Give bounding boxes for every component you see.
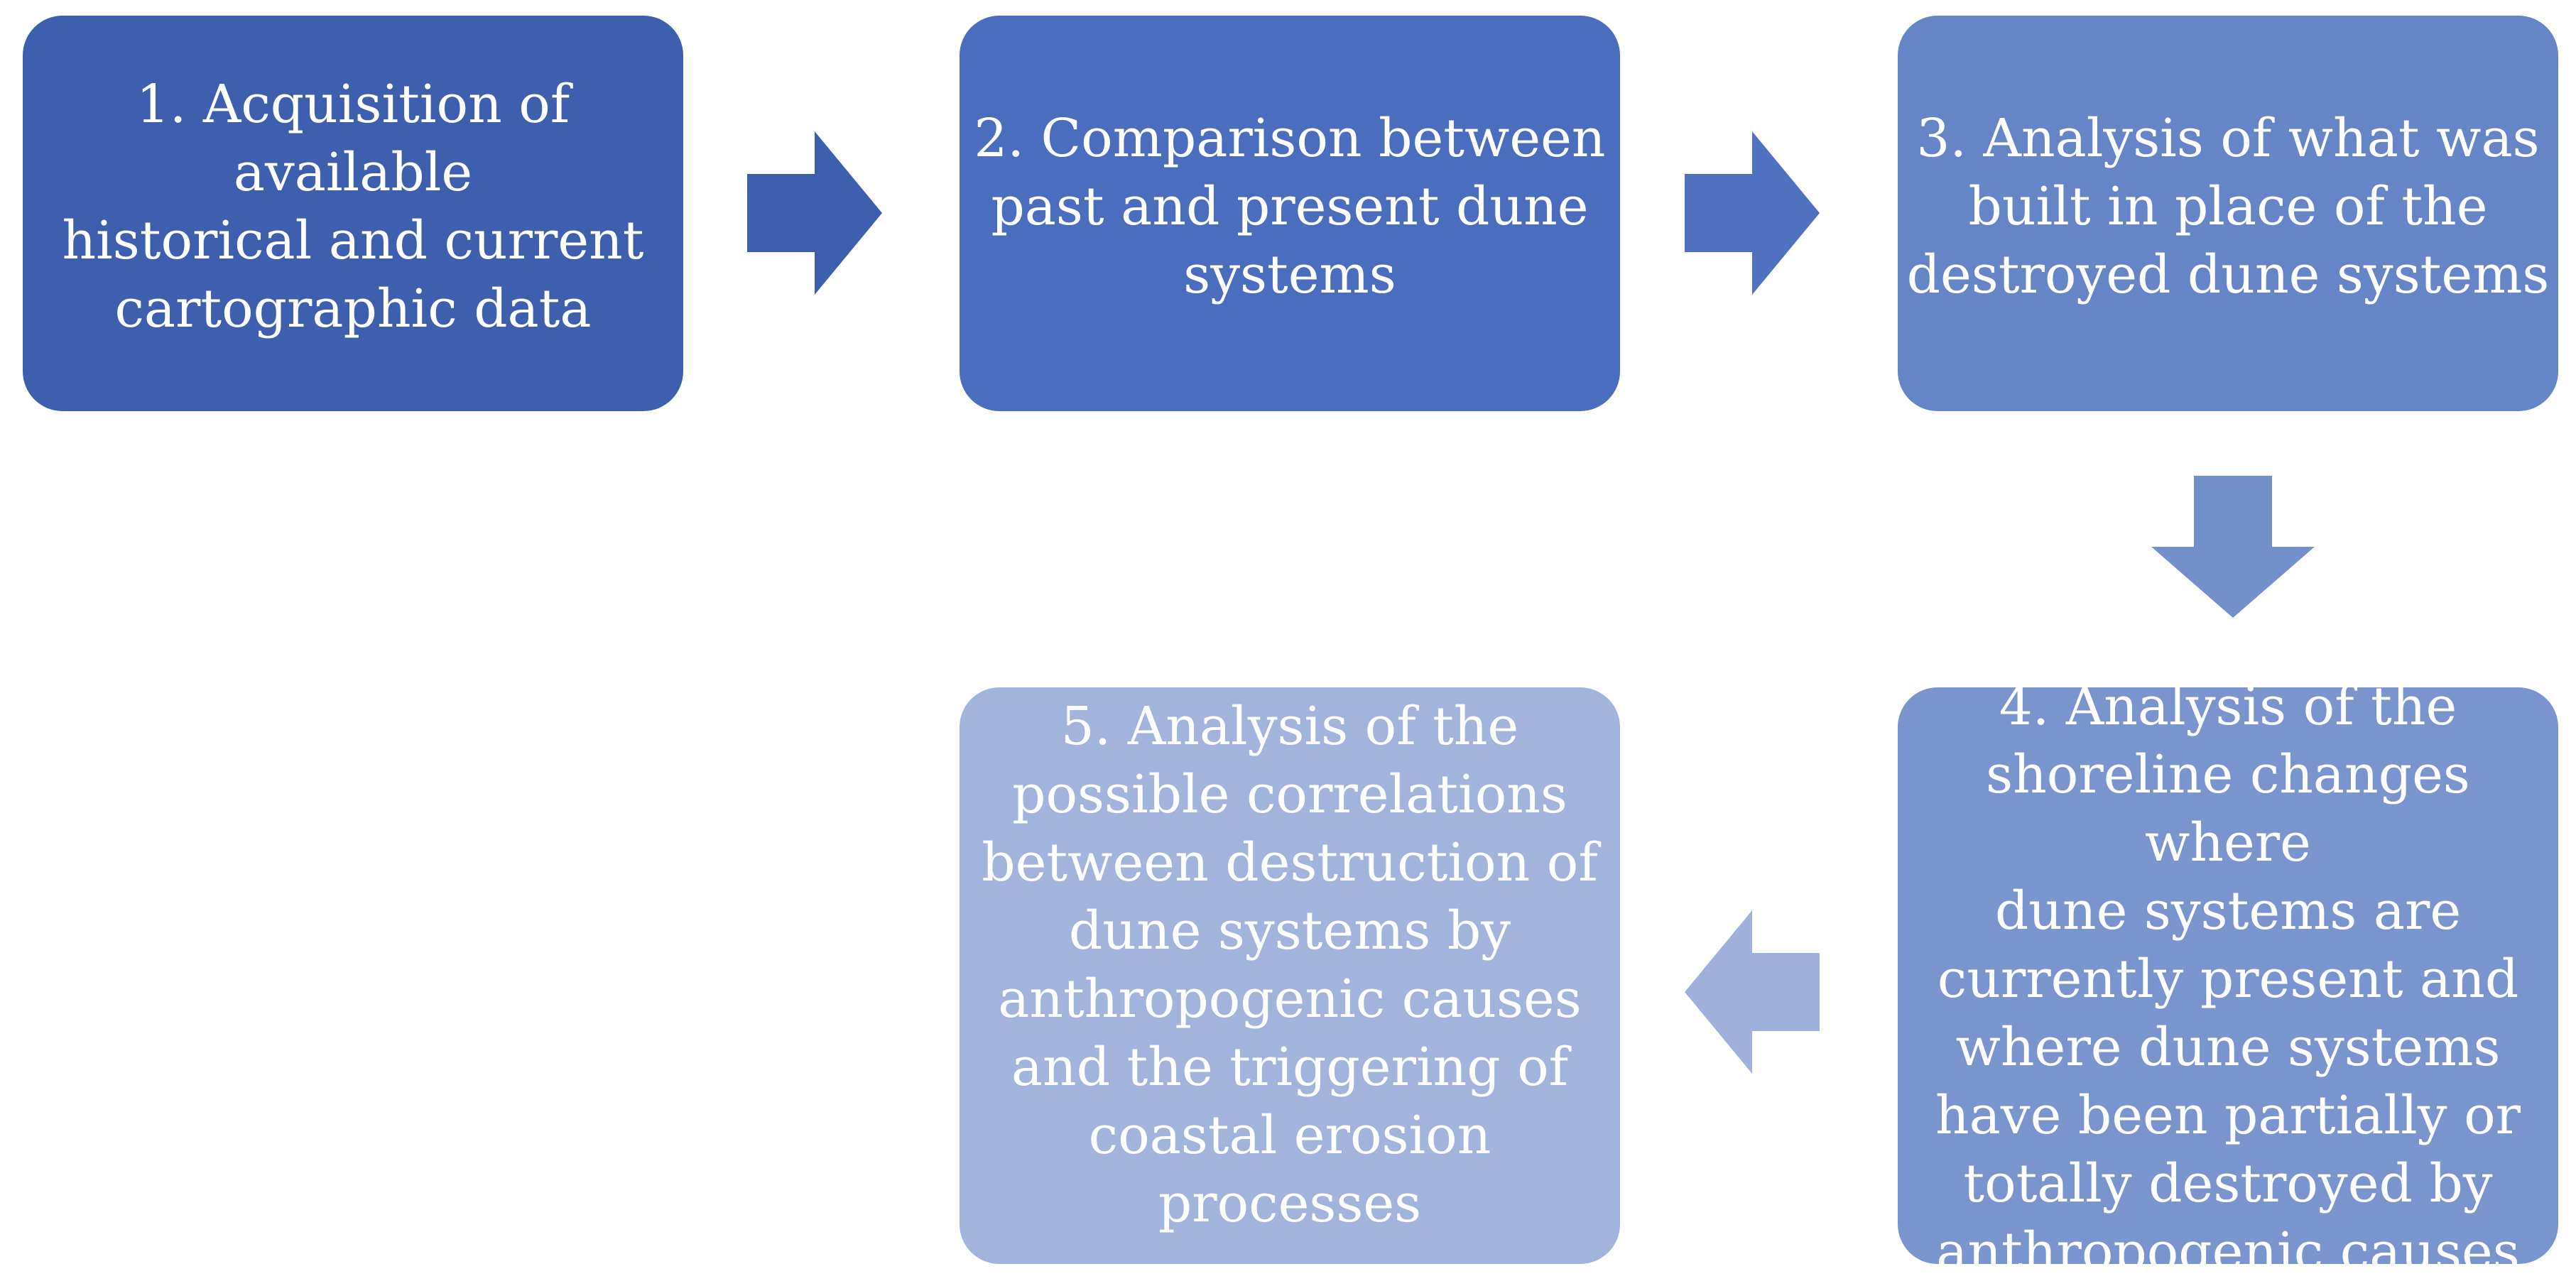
arrow-left-icon	[1685, 910, 1820, 1074]
step-4-box: 4. Analysis of the shoreline changes whe…	[1898, 676, 2558, 1282]
arrow-right-icon	[1685, 131, 1820, 295]
arrow-3-4-shape	[2151, 476, 2315, 618]
step-3-box: 3. Analysis of what was built in place o…	[1898, 16, 2558, 411]
step-1-label: 1. Acquisition of available historical a…	[62, 73, 644, 339]
step-2-box: 2. Comparison between past and present d…	[960, 16, 1620, 411]
arrow-down-icon	[2151, 476, 2315, 618]
step-4-label: 4. Analysis of the shoreline changes whe…	[1935, 676, 2521, 1282]
arrow-right-icon	[747, 131, 882, 295]
arrow-1-2-shape	[747, 131, 882, 295]
step-3-label: 3. Analysis of what was built in place o…	[1906, 107, 2550, 305]
step-5-box: 5. Analysis of the possible correlations…	[960, 687, 1620, 1264]
arrow-4-5-shape	[1685, 910, 1820, 1074]
arrow-2-3-shape	[1685, 131, 1820, 295]
step-1-box: 1. Acquisition of available historical a…	[23, 16, 683, 411]
step-2-label: 2. Comparison between past and present d…	[974, 107, 1606, 305]
step-5-label: 5. Analysis of the possible correlations…	[982, 696, 1598, 1234]
